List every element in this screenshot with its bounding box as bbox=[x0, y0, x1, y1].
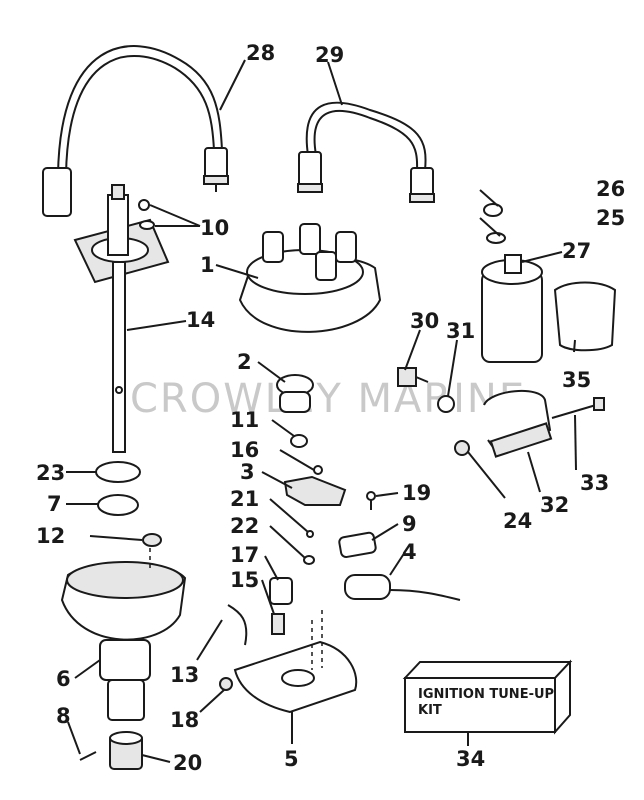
part-25-washer bbox=[486, 232, 506, 244]
part-4-condenser bbox=[344, 574, 461, 601]
callout-27: 27 bbox=[562, 239, 591, 263]
part-2-rotor bbox=[276, 374, 314, 413]
kit-box-line2: KIT bbox=[418, 703, 442, 718]
callout-31: 31 bbox=[446, 319, 475, 343]
callout-16: 16 bbox=[230, 438, 259, 462]
callout-29: 29 bbox=[315, 43, 344, 67]
part-5-breaker-plate bbox=[233, 610, 358, 714]
callout-7: 7 bbox=[47, 492, 62, 516]
part-28-spark-lead bbox=[42, 45, 229, 217]
callout-6: 6 bbox=[56, 667, 71, 691]
callout-21: 21 bbox=[230, 487, 259, 511]
part-13-ground-wire bbox=[227, 604, 248, 646]
part-14-distributor-shaft bbox=[73, 184, 170, 453]
part-9-clip bbox=[338, 531, 377, 559]
callout-20: 20 bbox=[173, 751, 202, 775]
part-29-spark-lead bbox=[297, 101, 435, 203]
callout-35: 35 bbox=[562, 368, 591, 392]
part-23-washer bbox=[95, 461, 141, 483]
part-33-bolt bbox=[551, 397, 605, 419]
callout-17: 17 bbox=[230, 543, 259, 567]
callout-18: 18 bbox=[170, 708, 199, 732]
kit-box-line1: IGNITION TUNE-UP bbox=[418, 687, 554, 702]
callout-24: 24 bbox=[503, 509, 532, 533]
part-10-screw-washer bbox=[138, 199, 155, 230]
part-12-washer bbox=[142, 533, 162, 570]
callout-19: 19 bbox=[402, 481, 431, 505]
callout-2: 2 bbox=[237, 350, 252, 374]
part-31-washer bbox=[437, 395, 455, 413]
part-16-screw bbox=[313, 465, 323, 475]
part-27-ignition-coil bbox=[481, 254, 543, 363]
watermark-text: CROWLEY MARINE bbox=[130, 376, 526, 422]
callout-11: 11 bbox=[230, 408, 259, 432]
callout-13: 13 bbox=[170, 663, 199, 687]
callout-23: 23 bbox=[36, 461, 65, 485]
part-32-coil-bracket bbox=[483, 389, 553, 458]
part-30-screw bbox=[397, 367, 429, 387]
callout-1: 1 bbox=[200, 253, 215, 277]
part-1-distributor-cap bbox=[238, 223, 382, 333]
part-34-tune-up-kit: IGNITION TUNE-UP KIT bbox=[402, 659, 573, 735]
part-26-nut bbox=[483, 203, 503, 217]
callout-28: 28 bbox=[246, 41, 275, 65]
part-17-bushing bbox=[269, 577, 293, 605]
callout-9: 9 bbox=[402, 512, 417, 536]
callout-3: 3 bbox=[240, 460, 255, 484]
callout-22: 22 bbox=[230, 514, 259, 538]
part-6-distributor-housing bbox=[60, 561, 187, 721]
callout-5: 5 bbox=[284, 747, 299, 771]
callout-34: 34 bbox=[456, 747, 485, 771]
part-21-screw bbox=[306, 530, 314, 538]
callout-26: 26 bbox=[596, 177, 625, 201]
part-22-washer bbox=[303, 555, 315, 565]
callout-12: 12 bbox=[36, 524, 65, 548]
leader-lines bbox=[66, 59, 577, 763]
callout-14: 14 bbox=[186, 308, 215, 332]
part-11-felt bbox=[290, 434, 308, 448]
part-15-pivot bbox=[271, 613, 285, 635]
part-7-washer bbox=[97, 494, 139, 516]
callout-30: 30 bbox=[410, 309, 439, 333]
part-18-screw bbox=[219, 677, 233, 691]
part-20-gear bbox=[109, 731, 143, 770]
callout-15: 15 bbox=[230, 568, 259, 592]
part-3-breaker-points bbox=[283, 475, 347, 506]
callout-8: 8 bbox=[56, 704, 71, 728]
callout-33: 33 bbox=[580, 471, 609, 495]
callout-4: 4 bbox=[402, 540, 417, 564]
callout-labels: 28 29 10 1 14 26 25 27 35 30 31 32 33 24… bbox=[36, 41, 625, 775]
part-35-coil-cover bbox=[553, 281, 617, 352]
callout-10: 10 bbox=[200, 216, 229, 240]
callout-25: 25 bbox=[596, 206, 625, 230]
callout-32: 32 bbox=[540, 493, 569, 517]
part-8-pin bbox=[79, 751, 97, 761]
part-24-nut bbox=[454, 440, 470, 456]
part-19-screw bbox=[366, 491, 376, 510]
